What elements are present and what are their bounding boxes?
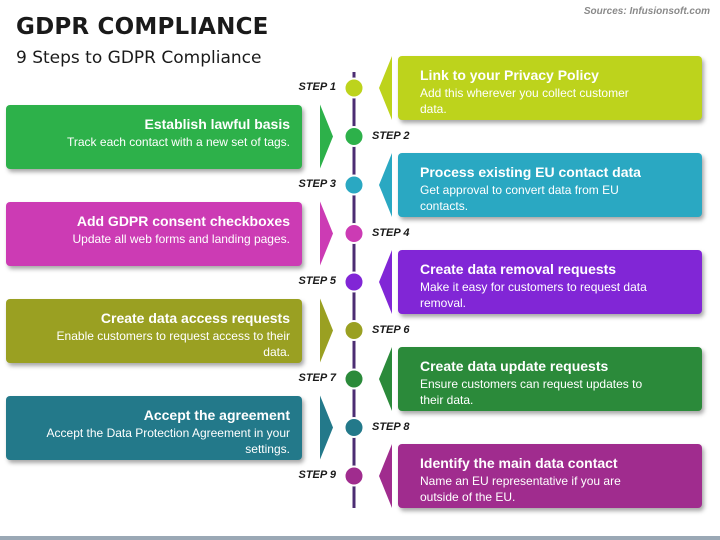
step-arrow: [379, 444, 392, 508]
step-dot: [343, 465, 365, 487]
step-description: Accept the Data Protection Agreement in …: [46, 425, 290, 456]
step-dot: [343, 417, 365, 438]
step-heading: Link to your Privacy Policy: [420, 67, 599, 83]
step-description: Name an EU representative if you are out…: [420, 474, 621, 504]
step-heading: Add GDPR consent checkboxes: [76, 212, 290, 229]
step-dot: [343, 320, 365, 341]
step-heading: Create data access requests: [100, 309, 290, 326]
step-dot: [343, 174, 365, 196]
step-arrow: [379, 347, 392, 411]
step-label: STEP 5: [298, 275, 337, 287]
step-dot: [343, 77, 365, 99]
step-arrow: [379, 56, 392, 120]
step-description: Update all web forms and landing pages.: [72, 231, 290, 246]
step-label: STEP 2: [372, 129, 410, 142]
source-note: Sources: Infusionsoft.com: [583, 6, 710, 17]
page-subtitle: 9 Steps to GDPR Compliance: [16, 48, 262, 68]
step-arrow: [320, 104, 333, 169]
step-heading: Accept the agreement: [143, 406, 290, 423]
step-arrow: [320, 298, 333, 363]
step-label: STEP 4: [372, 226, 410, 239]
step-arrow: [379, 153, 392, 217]
step-dot: [343, 223, 365, 244]
step-label: STEP 8: [372, 420, 410, 433]
step-heading: Identify the main data contact: [420, 455, 618, 471]
step-dot: [343, 368, 365, 390]
step-arrow: [320, 201, 333, 266]
step-dot: [343, 126, 365, 147]
step-heading: Create data update requests: [420, 358, 609, 374]
step-description: Get approval to convert data from EU con…: [420, 183, 619, 213]
step-label: STEP 3: [298, 178, 337, 190]
page-title: GDPR COMPLIANCE: [16, 14, 269, 40]
step-description: Add this wherever you collect customer d…: [420, 86, 629, 116]
step-description: Ensure customers can request updates to …: [420, 377, 643, 407]
step-label: STEP 7: [298, 372, 337, 384]
footer-line: [0, 536, 720, 540]
step-arrow: [379, 250, 392, 314]
step-label: STEP 1: [298, 81, 337, 93]
step-heading: Process existing EU contact data: [420, 164, 641, 180]
step-description: Enable customers to request access to th…: [56, 328, 290, 359]
step-label: STEP 9: [298, 469, 337, 481]
step-heading: Establish lawful basis: [144, 115, 291, 132]
step-description: Make it easy for customers to request da…: [420, 280, 647, 310]
step-heading: Create data removal requests: [420, 261, 617, 277]
step-label: STEP 6: [372, 323, 410, 336]
step-description: Track each contact with a new set of tag…: [67, 134, 290, 149]
step-dot: [343, 271, 365, 293]
step-arrow: [320, 395, 333, 460]
